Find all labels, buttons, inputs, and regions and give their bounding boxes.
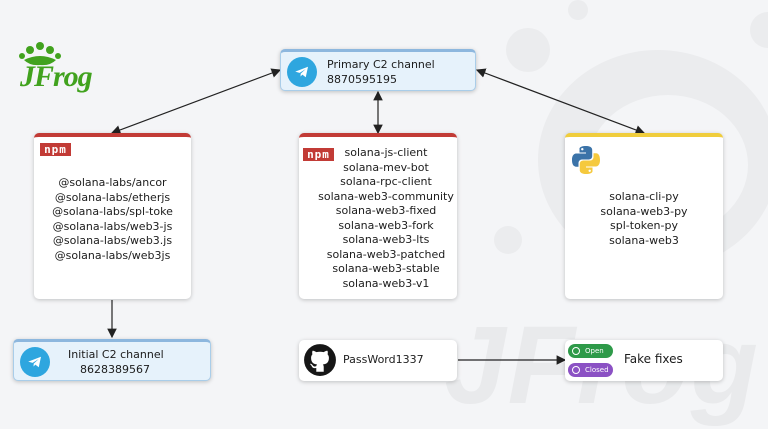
list-item: solana-web3-fixed: [335, 204, 437, 217]
arrow-primary-to-pypi: [475, 68, 646, 135]
npm-logo-icon: npm: [303, 148, 334, 161]
list-item: @solana-labs/etherjs: [54, 190, 171, 204]
list-item: solana-web3-community: [318, 189, 454, 203]
telegram-icon: [287, 57, 317, 87]
open-issue-icon: [572, 347, 580, 355]
list-item: solana-web3-v1: [342, 276, 430, 290]
arrow-primary-to-npm-left: [110, 68, 282, 135]
list-item: @solana-labs/ancor: [58, 176, 167, 189]
npm-packages-card-center: npm solana-js-client solana-mev-bot sola…: [299, 133, 457, 299]
list-item: solana-web3-fork: [338, 218, 434, 232]
github-icon: [304, 344, 336, 376]
open-status-badge: Open: [568, 344, 613, 358]
jfrog-logo-text: JFrog: [20, 60, 93, 93]
list-item: solana-web3-patched: [326, 247, 446, 261]
list-item: solana-web3-stable: [332, 262, 440, 275]
npm-center-package-list: solana-js-client solana-mev-bot solana-r…: [315, 146, 457, 291]
github-user-card: PassWord1337: [299, 340, 457, 381]
list-item: solana-web3-lts: [342, 233, 430, 246]
npm-logo-icon: npm: [40, 143, 71, 156]
list-item: @solana-labs/spl-toke: [52, 205, 173, 218]
pypi-packages-card: solana-cli-py solana-web3-py spl-token-p…: [565, 133, 723, 299]
initial-c2-channel-card: Initial C2 channel 8628389567: [13, 339, 211, 381]
list-item: solana-mev-bot: [343, 160, 429, 174]
initial-channel-title: Initial C2 channel: [68, 348, 164, 361]
pypi-package-list: solana-cli-py solana-web3-py spl-token-p…: [565, 190, 723, 248]
closed-status-badge: Closed: [568, 363, 613, 377]
github-username: PassWord1337: [343, 353, 424, 366]
issues-title: Fake fixes: [624, 352, 683, 366]
list-item: @solana-labs/web3js: [54, 248, 171, 262]
list-item: solana-rpc-client: [340, 175, 432, 188]
list-item: @solana-labs/web3-js: [52, 219, 173, 233]
list-item: @solana-labs/web3.js: [52, 234, 173, 247]
npm-packages-card-left: npm @solana-labs/ancor @solana-labs/ethe…: [34, 133, 191, 299]
telegram-icon: [20, 347, 50, 377]
list-item: solana-web3: [609, 233, 679, 247]
fake-fixes-issues-card: Open Closed Fake fixes: [565, 340, 723, 381]
list-item: solana-cli-py: [609, 190, 679, 203]
primary-c2-channel-card: Primary C2 channel 8870595195: [280, 49, 476, 91]
python-icon: [572, 146, 600, 174]
list-item: solana-js-client: [344, 146, 428, 159]
primary-channel-id: 8870595195: [327, 73, 397, 86]
initial-channel-id: 8628389567: [80, 363, 150, 376]
list-item: spl-token-py: [610, 219, 678, 232]
primary-channel-title: Primary C2 channel: [327, 58, 435, 71]
list-item: solana-web3-py: [600, 204, 688, 218]
closed-issue-icon: [572, 366, 580, 374]
npm-left-package-list: @solana-labs/ancor @solana-labs/etherjs …: [34, 176, 191, 263]
jfrog-logo-icon: [19, 42, 61, 66]
